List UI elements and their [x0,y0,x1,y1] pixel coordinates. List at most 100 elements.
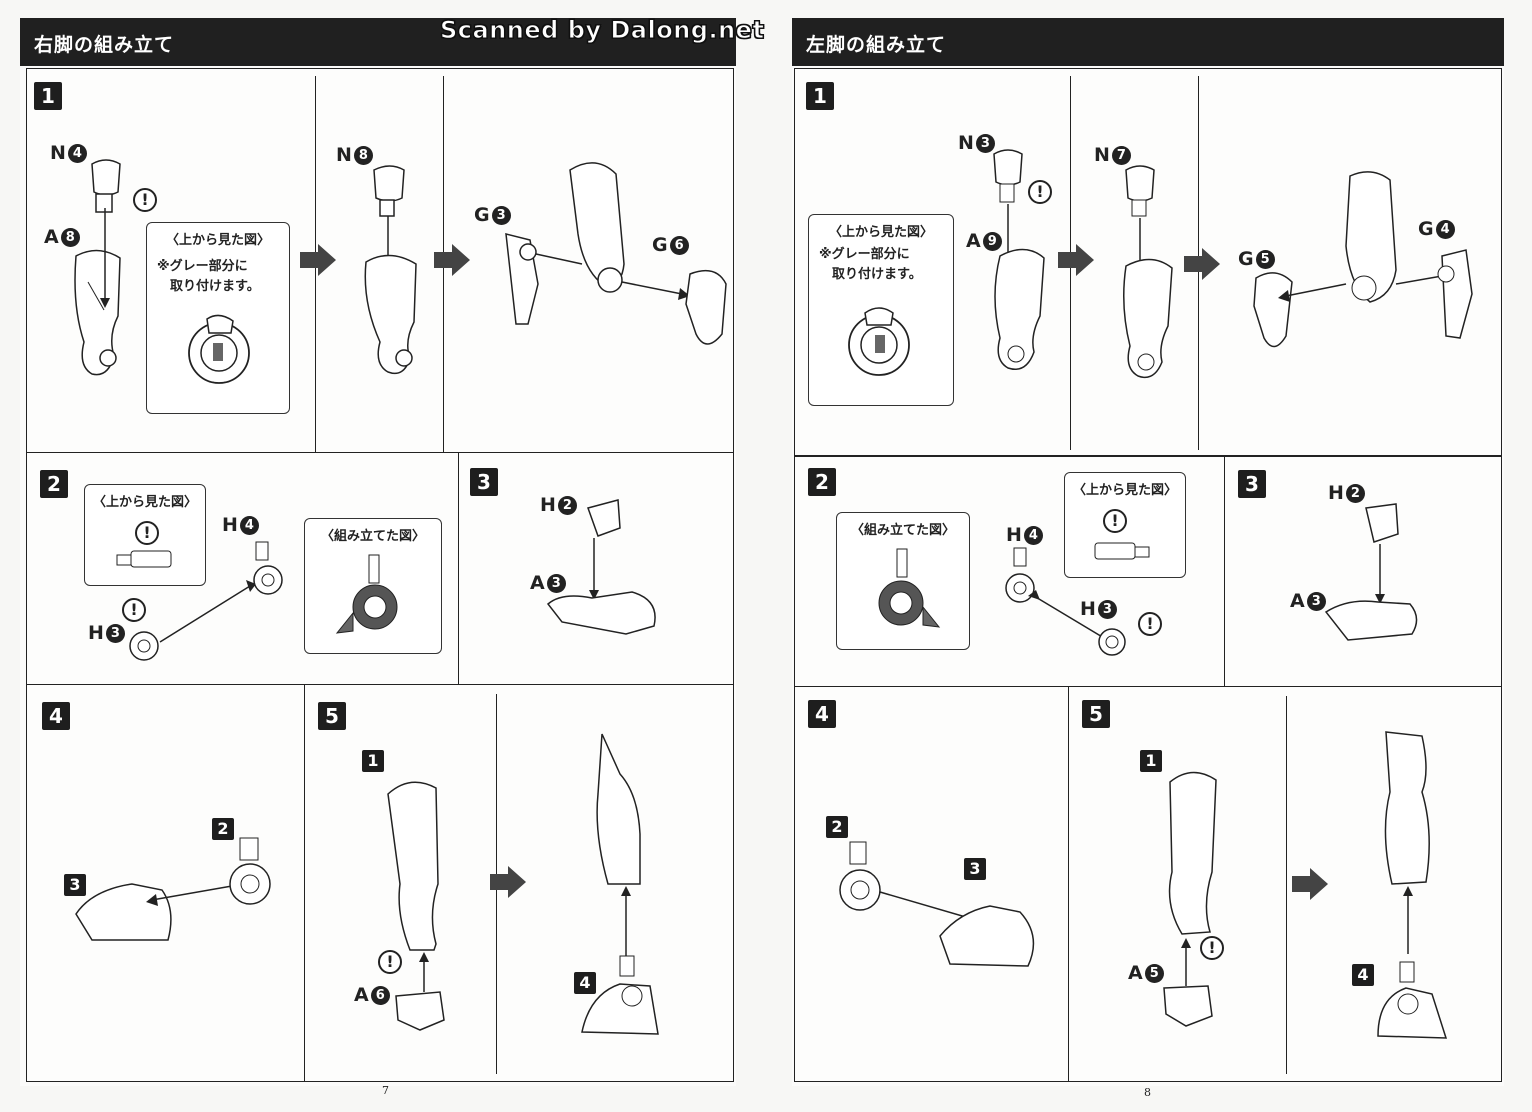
right-step2-built-callout: 〈組み立てた図〉 [836,512,970,650]
right-step5-badge-4: 4 [1352,964,1374,986]
left-step3-foot [546,499,656,635]
left-step1-next-arrow-2 [434,244,470,276]
right-step1-next-arrow-1 [1058,244,1094,276]
right-step5-divider [1286,696,1287,1074]
left-warning-icon-3: ! [122,598,146,622]
left-step1-callout: 〈上から見た図〉 ※グレー部分に 取り付けます。 [146,222,290,414]
left-warning-icon-1: ! [133,188,157,212]
left-warning-icon-2: ! [135,521,159,545]
left-step1-callout-note: ※グレー部分に 取り付けます。 [157,259,260,294]
left-step2-built-callout: 〈組み立てた図〉 [304,518,442,654]
left-step5-badge-1: 1 [362,750,384,772]
left-step5-next-arrow [490,866,526,898]
right-step1-callout-note: ※グレー部分に 取り付けます。 [819,247,922,282]
left-step1-next-arrow-1 [300,244,336,276]
left-page-header: 右脚の組み立て [20,18,736,66]
watermark: Scanned by Dalong.net [439,16,765,45]
left-step1-callout-title: 〈上から見た図〉 [165,233,270,248]
left-step1-number: 1 [34,82,62,110]
right-thigh-assembly [1253,171,1473,348]
right-page-number: 8 [1144,1086,1151,1099]
right-shin-part-a9 [993,149,1045,370]
left-step2-topview-callout: 〈上から見た図〉 ! [84,484,206,586]
left-step2-topview-title: 〈上から見た図〉 [92,495,197,510]
right-step1-next-arrow-2 [1184,248,1220,280]
right-step4-parts [839,841,1035,967]
right-step2-topview-callout: 〈上から見た図〉 ! [1064,472,1186,578]
left-step3-number: 3 [470,468,498,496]
left-knee-joint-part [91,159,121,213]
right-warning-icon-4: ! [1200,936,1224,960]
left-step5-badge-4: 4 [574,972,596,994]
left-page-number: 7 [382,1084,389,1097]
right-step2-peg-top [1094,542,1150,560]
left-step5-full-leg [581,733,659,1035]
right-step3-number: 3 [1238,470,1266,498]
left-step3-panel [458,452,734,686]
left-shin-assembled [364,165,417,375]
left-step4-number: 4 [42,702,70,730]
right-step2-number: 2 [808,468,836,496]
right-step5-leg [1163,771,1217,1027]
left-step5-number: 5 [318,702,346,730]
right-step3-foot [1324,503,1418,641]
right-step5-badge-1: 1 [1140,750,1162,772]
right-step2-parts [1005,547,1126,656]
left-step4-parts [75,837,271,941]
left-step5-leg [387,781,445,1031]
left-step4-badge-3: 3 [64,874,86,896]
right-step1-callout-title: 〈上から見た図〉 [828,225,933,240]
right-step4-badge-3: 3 [964,858,986,880]
right-warning-icon-3: ! [1138,612,1162,636]
right-step4-badge-2: 2 [826,816,848,838]
right-top-view-joint [848,307,910,376]
right-step4-panel [794,686,1070,1082]
left-thigh-assembly [505,162,727,345]
right-page-title: 左脚の組み立て [806,34,947,56]
left-step2-peg-top [116,550,172,568]
left-top-view-joint [188,314,250,384]
right-step5-number: 5 [1082,700,1110,728]
left-step2-built-joint [335,554,398,634]
left-step1-insert-arrow [100,208,110,308]
right-step2-built-joint [878,548,941,628]
right-step5-full-leg [1377,731,1448,1039]
right-page-header: 左脚の組み立て [792,18,1504,66]
right-step1-callout: 〈上から見た図〉 ※グレー部分に 取り付けます。 [808,214,954,406]
right-step4-number: 4 [808,700,836,728]
left-page-title: 右脚の組み立て [34,34,175,56]
left-step4-badge-2: 2 [212,818,234,840]
left-step2-number: 2 [40,470,68,498]
right-step2-topview-title: 〈上から見た図〉 [1072,483,1177,498]
right-warning-icon-1: ! [1028,180,1052,204]
right-step5-next-arrow [1292,868,1328,900]
left-step2-parts [129,541,283,661]
right-step1-number: 1 [806,82,834,110]
right-shin-assembled [1123,165,1173,379]
right-warning-icon-2: ! [1103,509,1127,533]
left-warning-icon-4: ! [378,950,402,974]
left-step2-built-title: 〈組み立てた図〉 [320,529,425,544]
left-shin-part-a8 [74,249,121,376]
